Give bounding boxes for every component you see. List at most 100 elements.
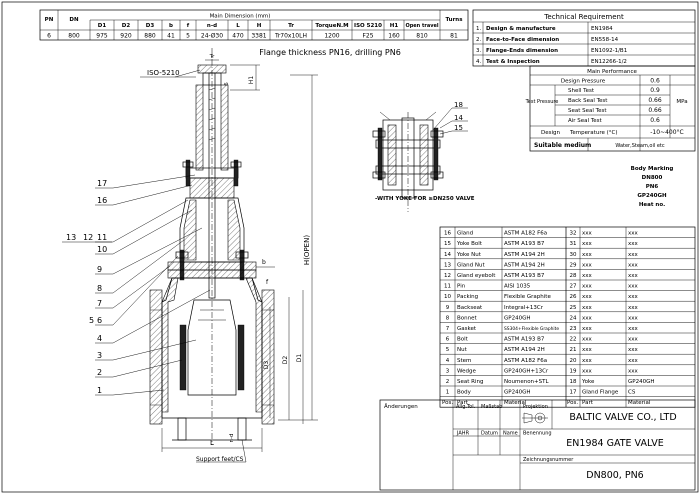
bonnet-flange [167, 261, 257, 271]
yoke-note: -WITH YOKE FOR ≥DN250 VALVE [375, 196, 475, 202]
part-material-6: ASTM A193 B7 [504, 337, 545, 343]
part-pos-10: 10 [444, 294, 451, 300]
dim-value-13: 160 [388, 33, 400, 40]
callout-1: 1 [97, 386, 102, 395]
seat-ring-right [237, 324, 245, 391]
tech-req-no-1: 2. [476, 37, 481, 43]
part-material-7: SS304+Flexible Graphite [504, 326, 559, 332]
gland-eyebolt-right [233, 159, 239, 187]
body-marking-2: PN6 [646, 184, 659, 190]
yoke-left-pillar [195, 84, 204, 171]
dim-header-12: ISO 5210 [354, 23, 382, 29]
callout-12: 12 [83, 233, 93, 242]
tech-req-no-3: 4. [476, 59, 481, 65]
yoke-right-pillar [220, 84, 229, 171]
projection-symbol-icon [522, 412, 548, 424]
part-pos-18: 18 [570, 379, 577, 385]
part-pos-14: 14 [444, 252, 451, 258]
tb-name: Name [503, 431, 518, 437]
part-name-29: xxx [582, 262, 593, 268]
part-pos-12: 12 [444, 273, 451, 279]
test-value-0: 0.9 [650, 87, 660, 94]
design-pressure-value: 0.6 [650, 78, 660, 85]
test-pressure-label: Test Pressure [525, 99, 559, 105]
part-pos-21: 21 [570, 347, 577, 353]
part-name-30: xxx [582, 252, 593, 258]
dim-header-3: D2 [122, 23, 131, 29]
right-end-flange [261, 289, 275, 425]
dim-header-7: n-d [207, 23, 217, 29]
dim-header-2: D1 [98, 23, 107, 29]
tech-req-value-0: EN1984 [591, 26, 613, 32]
part-pos-31: 31 [570, 241, 577, 247]
design-label: Design [541, 130, 561, 136]
part-name-10: Packing [457, 294, 478, 300]
body-top-flange [167, 269, 257, 279]
callout-7: 7 [97, 299, 102, 308]
part-material-18: GP240GH [628, 379, 654, 385]
tb-datum: Datum [481, 431, 498, 437]
part-name-6: Bolt [457, 337, 469, 343]
part-name-7: Gasket [457, 326, 477, 332]
tb-massstab: Maßstab [481, 404, 502, 410]
dim-value-7: 24-Ø30 [201, 33, 223, 40]
part-pos-17: 17 [570, 390, 577, 396]
part-pos-6: 6 [446, 337, 450, 343]
part-pos-22: 22 [570, 337, 577, 343]
callout-14: 14 [454, 114, 463, 122]
dim-header-6: f [187, 23, 190, 29]
dim-value-8: 470 [232, 33, 244, 40]
part-material-27: xxx [628, 284, 639, 290]
part-material-15: ASTM A193 B7 [504, 241, 545, 247]
part-name-32: xxx [582, 231, 593, 237]
dim-value-10: Tr70x10LH [274, 33, 307, 40]
part-name-26: xxx [582, 294, 593, 300]
tech-req-no-2: 3. [476, 48, 481, 54]
tech-req-value-3: EN12266-1/2 [591, 59, 627, 65]
part-name-22: xxx [582, 337, 593, 343]
part-name-12: Gland eyebolt [457, 273, 496, 279]
test-label-3: Air Seal Test [568, 118, 602, 124]
dim-header-8: L [236, 23, 240, 29]
part-pos-16: 16 [444, 231, 451, 237]
performance-title: Main Performance [587, 69, 637, 75]
parts-header-pos: Pos. [442, 400, 453, 406]
part-name-18: Yoke [581, 379, 595, 385]
part-material-10: Flexible Graphite [504, 294, 551, 300]
body-marking-0: Body Marking [631, 166, 674, 172]
part-pos-11: 11 [444, 284, 451, 290]
callout-17: 17 [97, 179, 107, 188]
dim-value-0: 6 [47, 33, 51, 40]
tech-req-label-0: Design & manufacture [486, 26, 556, 32]
part-pos-27: 27 [570, 284, 577, 290]
part-material-26: xxx [628, 294, 639, 300]
part-pos-28: 28 [570, 273, 577, 279]
label-l: L [210, 439, 214, 447]
label-b: b [262, 259, 266, 266]
tb-jahr: JAHR [456, 431, 470, 437]
callout-11: 11 [97, 233, 107, 242]
part-name-16: Gland [457, 231, 473, 237]
part-material-24: xxx [628, 315, 639, 321]
pressure-unit: MPa [676, 99, 687, 105]
part-pos-24: 24 [570, 315, 577, 321]
part-name-27: xxx [582, 284, 593, 290]
body-marking-4: Heat no. [639, 202, 665, 208]
part-material-22: xxx [628, 337, 639, 343]
dim-header-9: H [257, 23, 262, 29]
test-label-2: Seat Seal Test [568, 108, 607, 114]
callout-5: 5 [89, 316, 94, 325]
label-iso-5210: ISO-5210 [147, 69, 180, 77]
callout-3: 3 [97, 351, 102, 360]
callout-9: 9 [97, 265, 102, 274]
tech-req-label-3: Test & Inspection [486, 59, 540, 65]
tech-req-value-1: EN558-14 [591, 37, 619, 43]
part-name-21: xxx [582, 347, 593, 353]
part-material-19: xxx [628, 368, 639, 374]
dim-value-9: 3381 [251, 33, 266, 40]
title-block: Änderungen Allg.Tol. Maßstab Projektion … [379, 399, 696, 491]
